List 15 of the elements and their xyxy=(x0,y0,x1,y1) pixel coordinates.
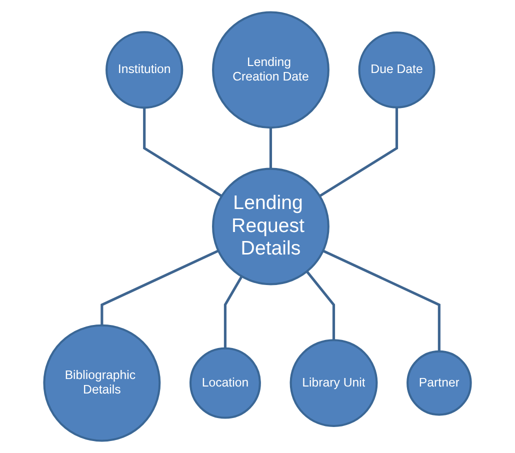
connector xyxy=(100,250,219,326)
connector xyxy=(269,128,272,169)
node-circle: Lending Creation Date xyxy=(212,11,330,129)
node-circle: Location xyxy=(189,347,261,419)
connector xyxy=(143,108,222,198)
connector xyxy=(322,250,440,352)
connector xyxy=(306,270,336,340)
node-circle: Library Unit xyxy=(290,339,378,428)
node-circle: Institution xyxy=(106,31,184,109)
node-circle: Partner xyxy=(406,350,472,416)
connector xyxy=(319,107,398,198)
node-circle: Lending Request Details xyxy=(212,168,330,286)
node-circle: Bibliographic Details xyxy=(43,324,161,442)
node-circle: Due Date xyxy=(358,31,436,108)
connector xyxy=(224,276,243,348)
